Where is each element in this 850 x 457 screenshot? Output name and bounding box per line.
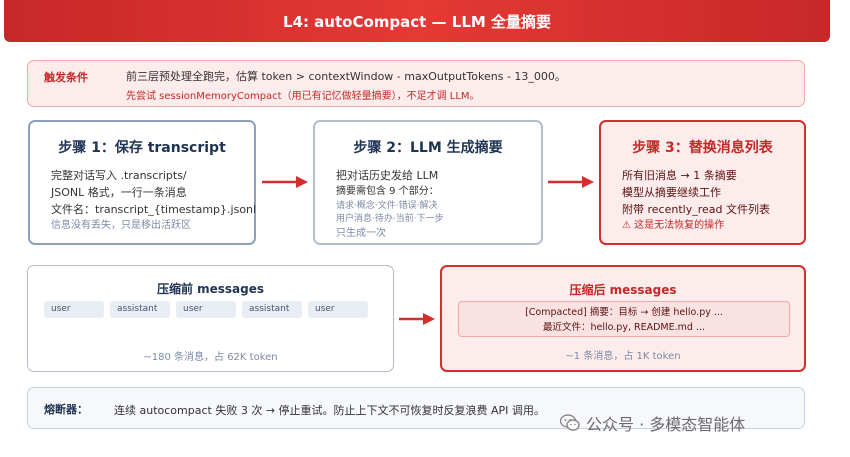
compacted-line: 最近文件：hello.py, README.md ...	[542, 322, 705, 333]
step-2-line: 摘要需包含 9 个部分：	[336, 186, 439, 197]
step-1-save-transcript: 步骤 1：保存 transcript 完整对话写入 .transcripts/ …	[28, 120, 256, 245]
message-chip: user	[44, 301, 104, 318]
trigger-line-2: 先尝试 sessionMemoryCompact（用已有记忆做轻量摘要），不足才…	[126, 91, 480, 102]
messages-before-box: 压缩前 messages user assistant user assista…	[27, 265, 394, 372]
step-3-line: 所有旧消息 → 1 条摘要	[622, 169, 737, 182]
step-2-note: 只生成一次	[336, 228, 386, 239]
compacted-summary-message: [Compacted] 摘要：目标 → 创建 hello.py ... 最近文件…	[458, 301, 790, 337]
step-1-line: 文件名：transcript_{timestamp}.jsonl	[51, 203, 257, 216]
step-1-note: 信息没有丢失，只是移出活跃区	[51, 220, 191, 231]
step-2-title: 步骤 2：LLM 生成摘要	[353, 140, 503, 156]
arrow-right-icon	[262, 176, 308, 188]
page-title: L4: autoCompact — LLM 全量摘要	[282, 12, 552, 31]
trigger-label: 触发条件	[44, 71, 88, 84]
trigger-line-1: 前三层预处理全跑完，估算 token > contextWindow - max…	[126, 70, 566, 83]
message-chip: assistant	[242, 301, 302, 318]
after-footer: ~1 条消息，占 1K token	[565, 351, 681, 362]
step-2-llm-summary: 步骤 2：LLM 生成摘要 把对话历史发给 LLM 摘要需包含 9 个部分： 请…	[313, 120, 543, 245]
step-3-line: 模型从摘要继续工作	[622, 186, 721, 199]
arrow-right-icon	[548, 176, 594, 188]
messages-after-box: 压缩后 messages [Compacted] 摘要：目标 → 创建 hell…	[440, 265, 806, 372]
step-1-line: 完整对话写入 .transcripts/	[51, 169, 187, 182]
compacted-line: [Compacted] 摘要：目标 → 创建 hello.py ...	[525, 307, 723, 318]
after-title: 压缩后 messages	[569, 283, 677, 297]
step-2-line: 把对话历史发给 LLM	[336, 169, 439, 182]
breaker-text: 连续 autocompact 失败 3 次 → 停止重试。防止上下文不可恢复时反…	[114, 404, 545, 417]
watermark: 公众号 · 多模态智能体	[560, 411, 745, 435]
step-2-parts: 请求·概念·文件·错误·解决	[336, 201, 438, 211]
step-3-warning: ⚠ 这是无法恢复的操作	[622, 220, 725, 231]
arrow-right-icon	[399, 313, 435, 325]
wechat-icon	[560, 414, 580, 431]
page-title-banner: L4: autoCompact — LLM 全量摘要	[4, 0, 830, 42]
step-3-title: 步骤 3：替换消息列表	[632, 140, 773, 156]
step-2-parts: 用户消息·待办·当前·下一步	[336, 214, 444, 224]
watermark-text: 公众号 · 多模态智能体	[586, 415, 746, 434]
circuit-breaker-box: 熔断器： 连续 autocompact 失败 3 次 → 停止重试。防止上下文不…	[27, 387, 805, 429]
trigger-condition-box: 触发条件 前三层预处理全跑完，估算 token > contextWindow …	[27, 60, 805, 107]
step-1-title: 步骤 1：保存 transcript	[58, 140, 226, 156]
step-1-line: JSONL 格式，一行一条消息	[51, 186, 187, 199]
before-title: 压缩前 messages	[156, 282, 265, 296]
step-3-line: 附带 recently_read 文件列表	[622, 203, 770, 216]
message-chip-list: user assistant user assistant user	[44, 301, 368, 318]
breaker-label: 熔断器：	[44, 403, 88, 416]
step-3-replace-messages: 步骤 3：替换消息列表 所有旧消息 → 1 条摘要 模型从摘要继续工作 附带 r…	[599, 120, 806, 245]
before-footer: ~180 条消息，占 62K token	[143, 352, 278, 363]
message-chip: assistant	[110, 301, 170, 318]
message-chip: user	[308, 301, 368, 318]
message-chip: user	[176, 301, 236, 318]
